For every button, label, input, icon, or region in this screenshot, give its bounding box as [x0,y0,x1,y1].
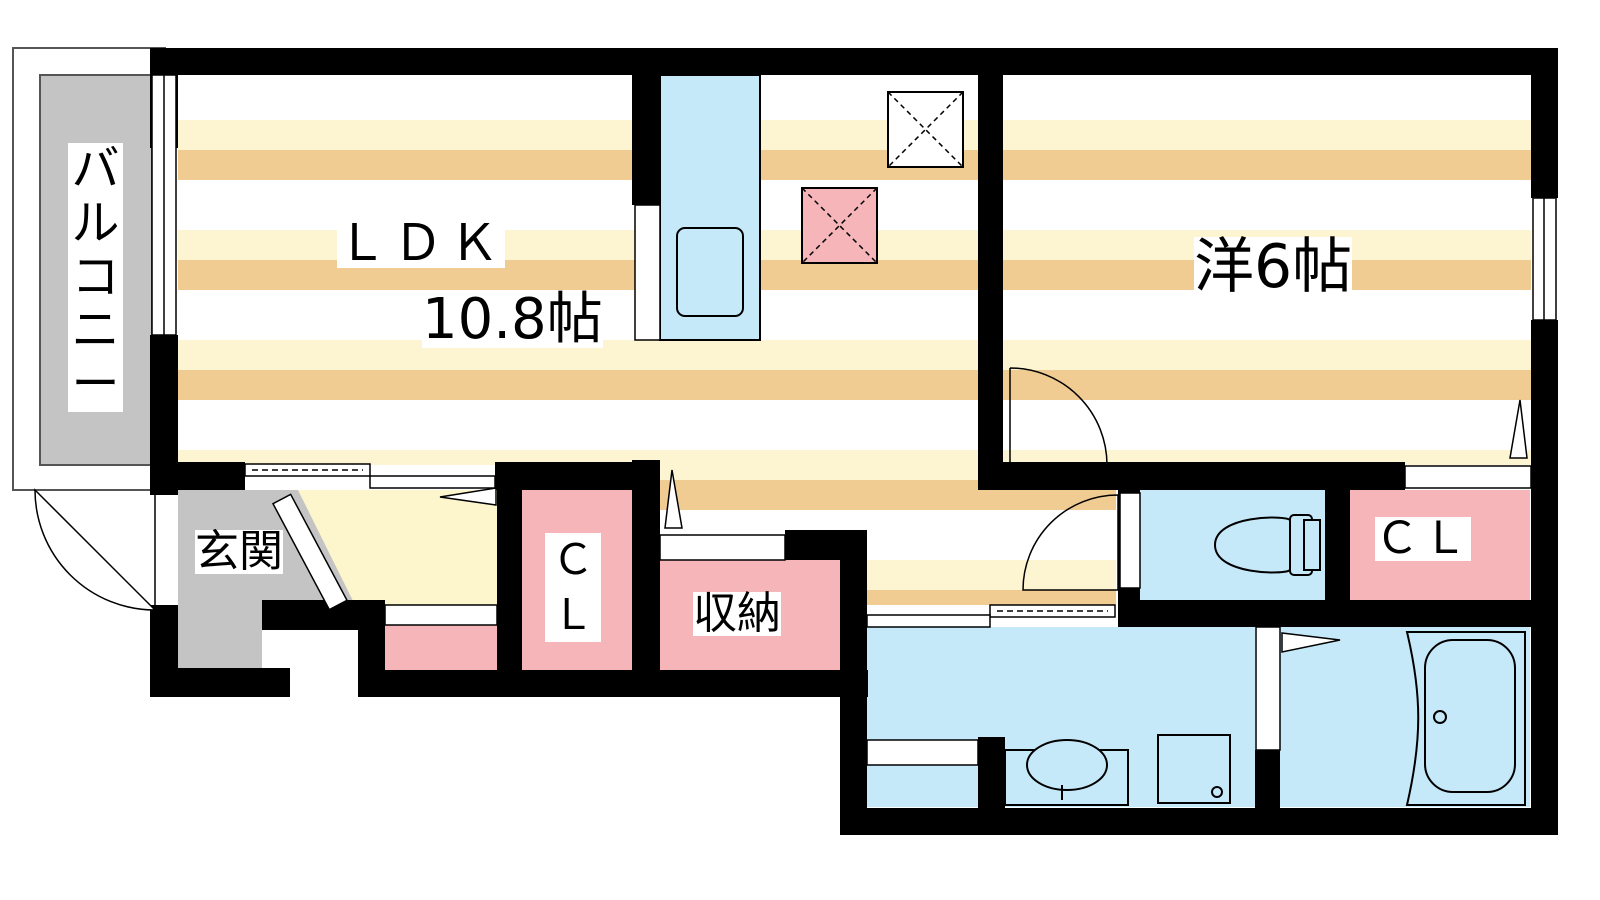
bathtub-fixture [1405,631,1526,806]
closet-label: ＣＬ [545,533,601,643]
windows [151,74,1557,341]
entrance-label: 玄関 [195,526,283,577]
hall-entry-floor [298,490,498,605]
bedroom-closet-label: ＣＬ [1375,513,1471,564]
toilet-fixture [1213,514,1321,576]
ldk-floor [178,75,978,465]
storage-label: 収納 [693,588,781,639]
washbasin-fixture [1004,739,1129,806]
shoe-cabinet [385,625,497,670]
appliance-space [801,187,878,264]
washing-machine-space [1157,734,1231,804]
door-arrows [439,399,1528,653]
sliding-doors [244,463,1532,766]
kitchen-counter [659,74,761,341]
fridge-space [887,91,964,168]
walls [150,48,1558,835]
western-room-label: 洋6帖 [1194,232,1353,302]
ldk-label: ＬＤＫ [337,214,505,272]
balcony-label: バルコニー [68,142,123,412]
ldk-size-label: 10.8帖 [422,287,603,352]
swing-doors [34,367,1119,612]
